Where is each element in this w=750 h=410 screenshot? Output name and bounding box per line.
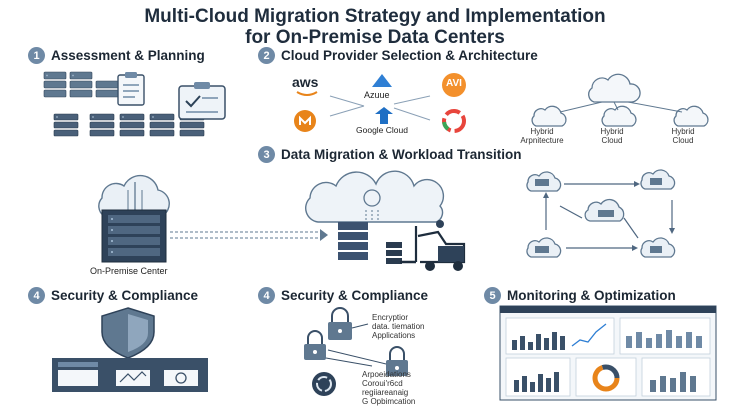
provider-connector-arrows (329, 95, 431, 121)
security-shield-icon (101, 307, 155, 359)
clipboard-icon (117, 72, 145, 106)
page-title-line2: for On-Premise Data Centers (245, 27, 505, 48)
security-locks-diagram (304, 307, 408, 396)
section-number: 1 (28, 47, 45, 64)
monitoring-dashboard-panel (499, 305, 717, 401)
hybrid-cloud-tree-diagram (531, 73, 709, 127)
google-cloud-icon (442, 109, 466, 133)
migration-arrows (170, 229, 328, 241)
aws-smile-icon (296, 91, 318, 96)
page-title-line1: Multi-Cloud Migration Strategy and Imple… (144, 6, 606, 27)
security-dashboard-panel (52, 358, 208, 392)
security-encryption-text: Encryptior data. tiemation Applications (372, 313, 425, 340)
section-number: 3 (258, 146, 275, 163)
section-number: 4 (258, 287, 275, 304)
section-number: 2 (258, 47, 275, 64)
on-premise-center-label: On-Premise Center (90, 266, 168, 276)
azure-label: Azuue (364, 90, 390, 100)
section-security-left: 4 Security & Compliance (28, 287, 198, 304)
cloud-upload-icon (375, 107, 393, 124)
section-label: Assessment & Planning (51, 48, 205, 63)
section-label: Cloud Provider Selection & Architecture (281, 48, 538, 63)
google-cloud-label: Google Cloud (356, 125, 408, 135)
section-label: Security & Compliance (51, 288, 199, 303)
section-data-migration: 3 Data Migration & Workload Transition (258, 146, 522, 163)
section-number: 4 (28, 287, 45, 304)
section-security-middle: 4 Security & Compliance (258, 287, 428, 304)
cloud-migration-forklift-diagram (304, 170, 466, 271)
checklist-clipboard-icon (178, 82, 226, 120)
avi-badge-icon (442, 73, 466, 97)
section-label: Data Migration & Workload Transition (281, 147, 522, 162)
section-monitoring: 5 Monitoring & Optimization (484, 287, 676, 304)
azure-icon (372, 74, 392, 87)
on-premise-center-diagram (98, 174, 170, 263)
cloud-workload-cycle-diagram (526, 169, 676, 258)
avi-badge-label: AVI (446, 78, 462, 89)
section-assessment: 1 Assessment & Planning (28, 47, 205, 64)
provider-orange-badge-icon (294, 110, 316, 132)
section-label: Security & Compliance (281, 288, 429, 303)
security-optimization-text: Arpoeidations Coroui'r6cd regiiareanaig … (362, 370, 416, 406)
section-provider-selection: 2 Cloud Provider Selection & Architectur… (258, 47, 538, 64)
section-label: Monitoring & Optimization (507, 288, 676, 303)
section-number: 5 (484, 287, 501, 304)
aws-logo: aws (292, 74, 319, 90)
